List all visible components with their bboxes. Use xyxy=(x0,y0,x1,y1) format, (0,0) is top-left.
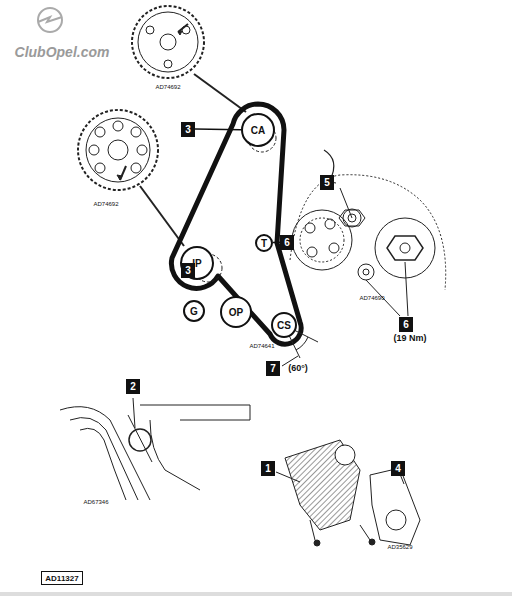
node-text: 5 xyxy=(324,177,330,188)
callout-number: 5 xyxy=(320,175,334,190)
pulley-circle: T xyxy=(255,234,273,252)
figure-code: AD74641 xyxy=(249,343,274,349)
node-text: 4 xyxy=(395,463,401,474)
callout-number: 2 xyxy=(126,379,140,394)
callout-number: 7 xyxy=(266,361,280,376)
figure-code: AD74692 xyxy=(155,84,180,90)
figure-code: AD67346 xyxy=(83,499,108,505)
torque-value: (19 Nm) xyxy=(393,333,426,343)
node-text: CS xyxy=(277,320,291,331)
opel-logo xyxy=(38,8,62,32)
callout-number: 3 xyxy=(181,263,195,278)
node-text: 6 xyxy=(403,319,409,330)
node-text: AD11327 xyxy=(45,574,78,583)
figure-code: AD74692 xyxy=(93,201,118,207)
opel-bolt xyxy=(38,17,62,22)
figure-code: AD74690 xyxy=(359,295,384,301)
pulley-circle: CS xyxy=(271,312,297,338)
callout-number: 6 xyxy=(399,317,413,332)
node-text: CA xyxy=(251,125,265,136)
pulley-circle: CA xyxy=(241,113,275,147)
node-text: 2 xyxy=(130,381,136,392)
callout-number: 3 xyxy=(181,122,195,137)
node-text: 3 xyxy=(185,124,191,135)
timing-covers xyxy=(276,440,420,546)
callout-number: 1 xyxy=(261,461,275,476)
node-text: 7 xyxy=(270,363,276,374)
crankshaft-pulley-detail xyxy=(60,398,250,500)
angle-value: (60°) xyxy=(288,363,308,373)
watermark: ClubOpel.com xyxy=(15,44,110,60)
leader-line xyxy=(273,242,280,243)
callout-number: 6 xyxy=(280,235,294,250)
figure-code: AD35629 xyxy=(387,544,412,550)
injection-pump-detail xyxy=(78,110,184,246)
node-text: 1 xyxy=(265,463,271,474)
node-text: T xyxy=(261,238,267,249)
node-text: G xyxy=(190,306,198,317)
timing-belt xyxy=(171,104,301,344)
pulley-circle: G xyxy=(183,300,205,322)
figure-code: AD11327 xyxy=(41,571,82,585)
pulley-circle: OP xyxy=(220,296,252,328)
node-text: 3 xyxy=(185,265,191,276)
node-text: OP xyxy=(229,307,243,318)
tensioner-detail xyxy=(290,150,446,316)
camshaft-detail xyxy=(132,6,246,112)
callout-number: 4 xyxy=(391,461,405,476)
node-text: 6 xyxy=(284,237,290,248)
leader-line xyxy=(195,129,241,131)
